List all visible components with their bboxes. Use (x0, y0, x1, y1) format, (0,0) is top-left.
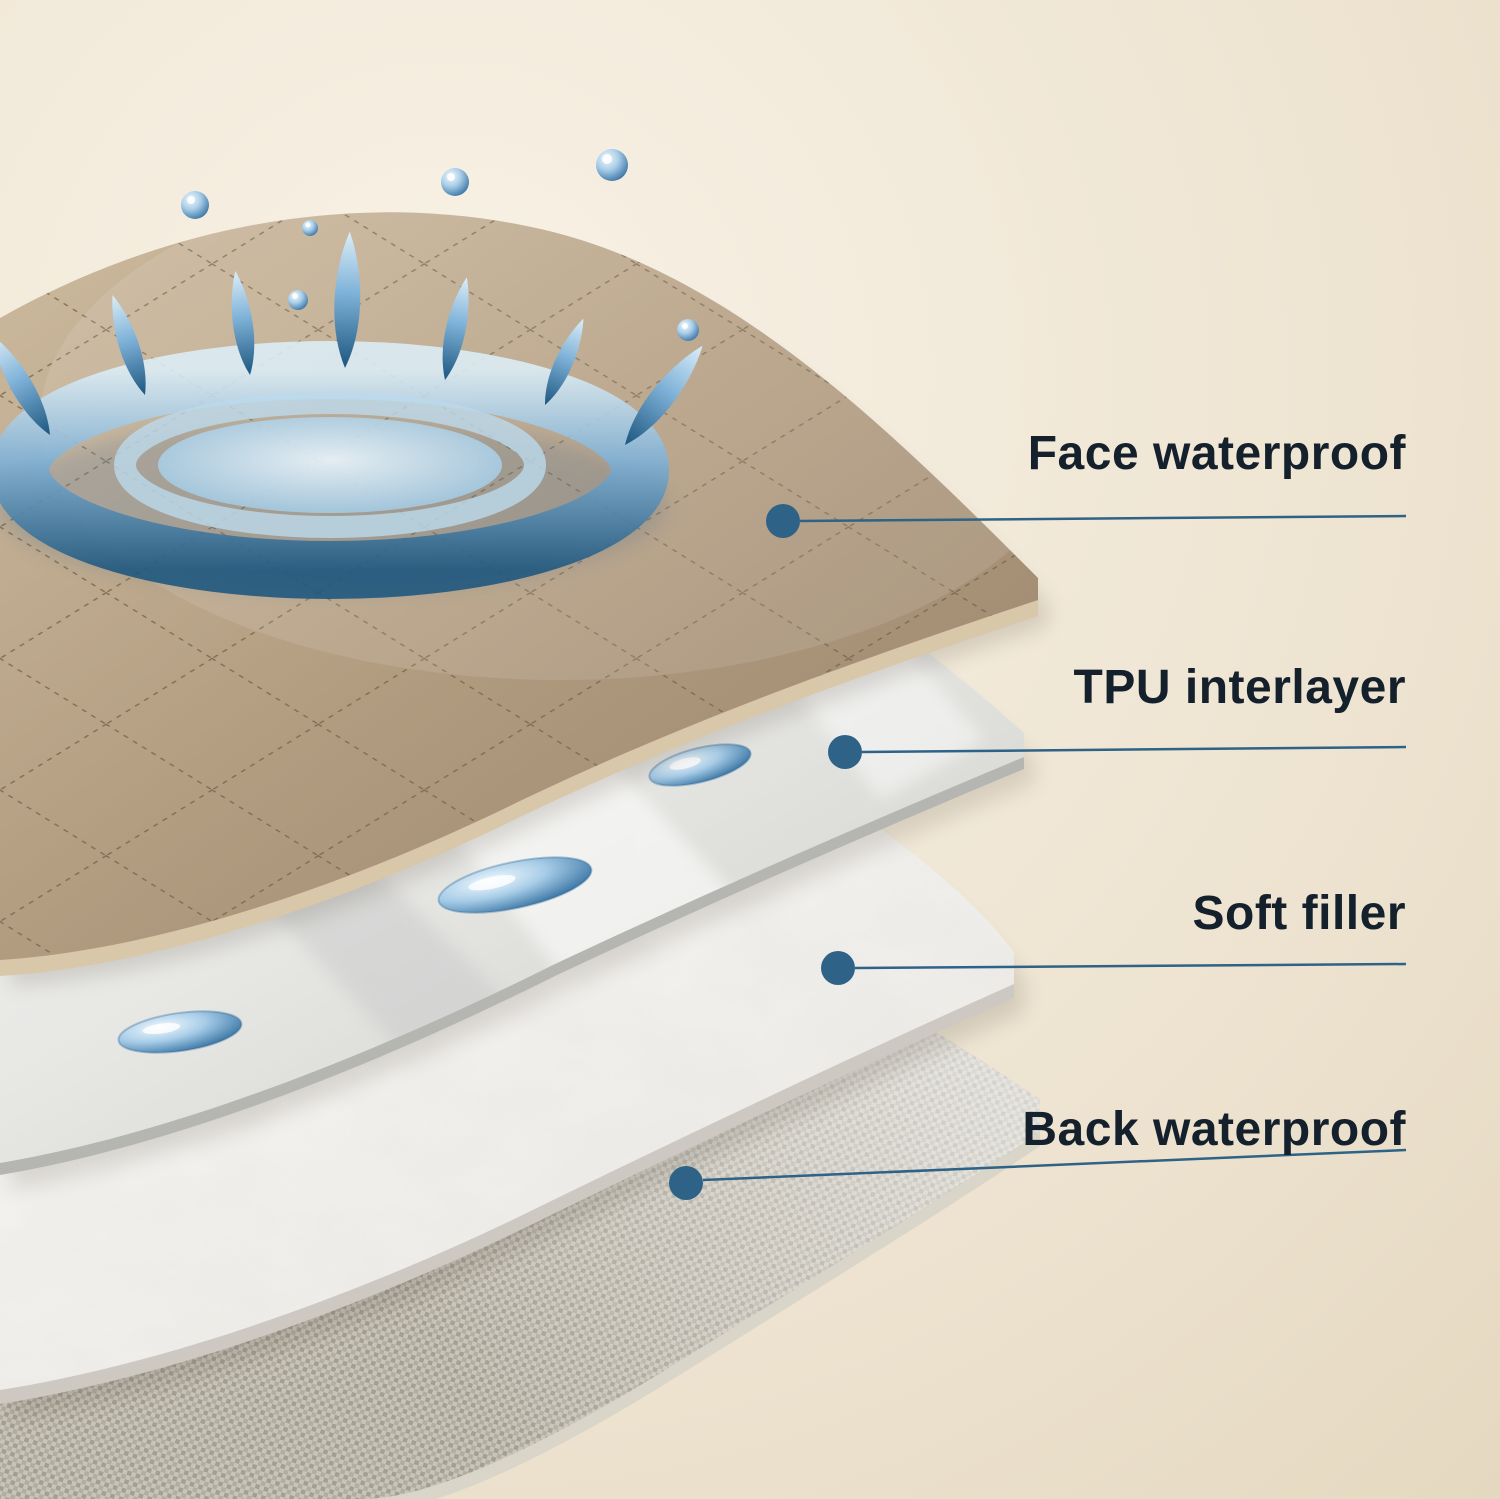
callout-face-waterproof (766, 504, 1407, 538)
callout-line-soft (854, 962, 1407, 970)
droplet-icon (648, 743, 752, 787)
droplet-icon (441, 168, 469, 196)
droplet-icon (288, 290, 308, 310)
water-splash-icon (0, 149, 712, 599)
callout-dot-face (766, 504, 800, 538)
callout-dot-back (669, 1166, 703, 1200)
droplet-icon (437, 856, 593, 914)
callout-line-back (702, 1148, 1407, 1182)
droplet-icon (302, 220, 318, 236)
callout-line-face (799, 514, 1407, 523)
callout-soft-filler (821, 951, 1407, 985)
droplet-icon (677, 319, 699, 341)
callout-tpu-interlayer (828, 735, 1407, 769)
droplet-icon (181, 191, 209, 219)
callout-dot-soft (821, 951, 855, 985)
label-tpu-interlayer: TPU interlayer (1073, 661, 1406, 714)
callout-line-tpu (861, 745, 1407, 754)
callout-back-waterproof (669, 1148, 1407, 1200)
label-back-waterproof: Back waterproof (1022, 1103, 1406, 1156)
label-face-waterproof: Face waterproof (1027, 427, 1406, 480)
droplet-icon (117, 1010, 243, 1054)
droplet-icon (596, 149, 628, 181)
callouts (669, 504, 1407, 1200)
callout-dot-tpu (828, 735, 862, 769)
label-soft-filler: Soft filler (1192, 887, 1406, 940)
